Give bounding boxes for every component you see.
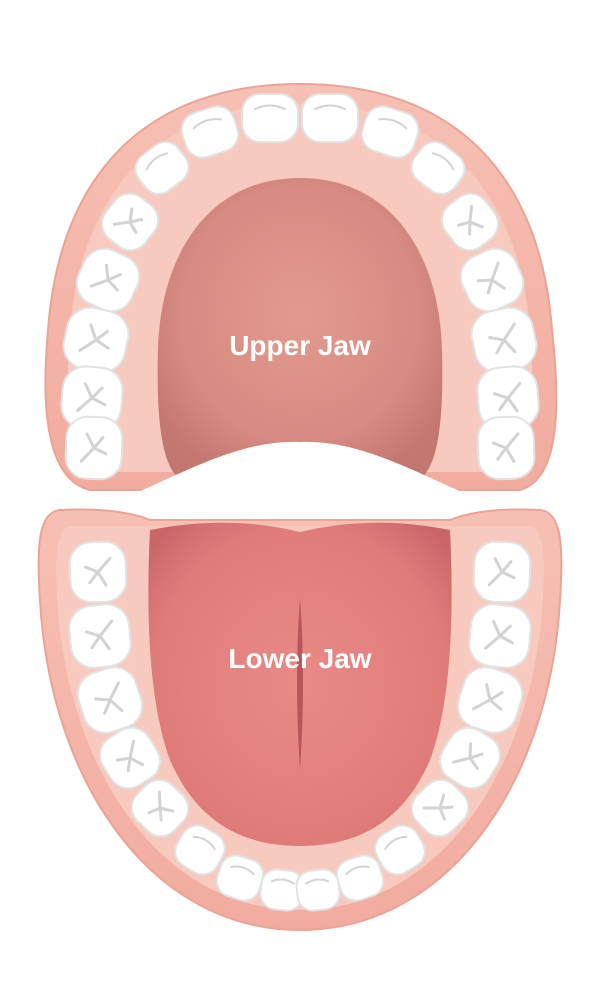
upper-palate [157, 178, 443, 480]
lower-jaw: Lower Jaw [37, 508, 563, 932]
lower-tooth [374, 824, 426, 876]
upper-tooth [410, 141, 466, 195]
lower-tooth [68, 603, 132, 669]
upper-tooth [440, 192, 500, 252]
upper-jaw-gap [120, 441, 480, 500]
upper-teeth-row [60, 93, 540, 481]
upper-tooth [64, 415, 124, 481]
lower-tooth [468, 603, 532, 669]
upper-tooth [75, 247, 141, 313]
lower-tooth [99, 726, 161, 790]
upper-jaw: Upper Jaw [44, 82, 558, 500]
upper-tooth [476, 415, 536, 481]
upper-tooth [180, 105, 240, 159]
upper-jaw-label: Upper Jaw [229, 330, 371, 361]
lower-tooth [76, 666, 144, 734]
upper-tooth [459, 247, 525, 313]
lower-teeth-row [68, 540, 532, 912]
lower-tooth [295, 868, 341, 912]
upper-tooth [241, 93, 299, 143]
upper-tooth [476, 365, 540, 431]
upper-tooth [301, 93, 359, 143]
lower-tooth [174, 824, 226, 876]
lower-tooth [68, 540, 128, 604]
upper-tooth [470, 306, 538, 374]
upper-tooth [360, 105, 420, 159]
lower-tooth [472, 540, 532, 604]
lower-tooth [456, 666, 524, 734]
upper-tooth [60, 365, 124, 431]
tongue-groove [297, 598, 303, 770]
upper-tooth [62, 306, 130, 374]
lower-tooth [215, 854, 265, 902]
upper-tooth [134, 141, 190, 195]
lower-tooth [130, 778, 190, 838]
lower-tooth [439, 726, 501, 790]
lower-jaw-label: Lower Jaw [228, 643, 371, 674]
upper-tooth [100, 192, 160, 252]
lower-tooth [410, 778, 470, 838]
